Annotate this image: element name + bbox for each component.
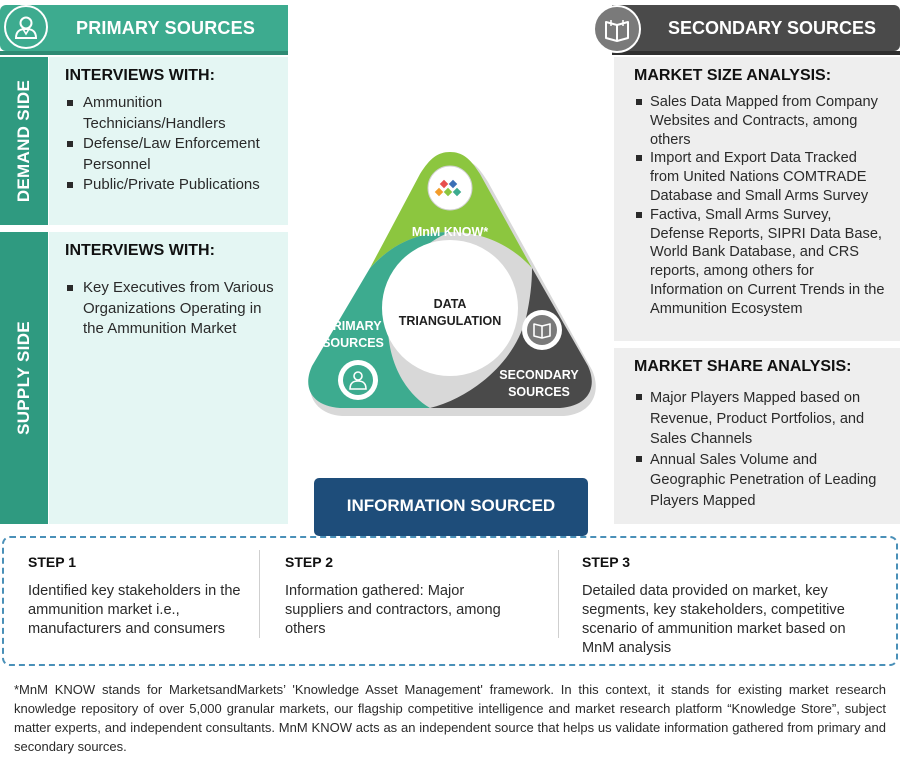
primary-tri-line-1: PRIMARY	[324, 319, 382, 333]
secondary-sources-title: SECONDARY SOURCES	[668, 18, 877, 38]
data-triangulation-diagram	[308, 152, 596, 416]
book-icon	[605, 20, 629, 42]
secondary-tri-line-2: SOURCES	[508, 385, 570, 399]
step-title: STEP 2	[285, 554, 333, 570]
market-share-heading: MARKET SHARE ANALYSIS:	[634, 358, 852, 375]
demand-side-label: DEMAND SIDE	[14, 79, 33, 203]
step-3: STEP 3 Detailed data provided on market,…	[582, 538, 862, 658]
footnote: *MnM KNOW stands for MarketsandMarkets’ …	[14, 682, 886, 754]
step-divider	[259, 550, 260, 638]
step-title: STEP 3	[582, 554, 630, 570]
step-divider	[558, 550, 559, 638]
step-1: STEP 1 Identified key stakeholders in th…	[28, 538, 256, 639]
center-line-1: DATA	[433, 297, 467, 311]
list-item: Public/Private Publications	[65, 175, 274, 196]
supply-list: Key Executives from Various Organization…	[65, 278, 274, 340]
demand-list: Ammunition Technicians/Handlers Defense/…	[65, 93, 274, 196]
secondary-sources-tri-label: SECONDARY SOURCES	[494, 367, 584, 401]
primary-person-badge	[4, 5, 48, 49]
primary-sources-header	[0, 5, 288, 55]
market-share-panel: MARKET SHARE ANALYSIS: Major Players Map…	[614, 348, 900, 524]
list-item: Major Players Mapped based on Revenue, P…	[634, 388, 888, 450]
demand-side-bar: DEMAND SIDE	[0, 57, 48, 225]
person-icon	[14, 16, 38, 39]
secondary-tri-line-1: SECONDARY	[499, 368, 579, 382]
primary-sources-title: PRIMARY SOURCES	[76, 18, 256, 38]
mnm-know-label: MnM KNOW*	[411, 225, 489, 239]
primary-sources-segment	[308, 232, 450, 408]
secondary-book-badge	[593, 5, 641, 53]
market-size-panel: MARKET SIZE ANALYSIS: Sales Data Mapped …	[614, 57, 900, 341]
book-icon	[533, 323, 551, 339]
data-triangulation-center	[382, 240, 518, 376]
market-size-list: Sales Data Mapped from Company Websites …	[634, 93, 888, 319]
market-share-list: Major Players Mapped based on Revenue, P…	[634, 388, 888, 511]
supply-side-bar: SUPPLY SIDE	[0, 232, 48, 524]
person-icon	[349, 371, 367, 390]
demand-side-panel: INTERVIEWS WITH: Ammunition Technicians/…	[49, 57, 288, 225]
list-item: Annual Sales Volume and Geographic Penet…	[634, 450, 888, 512]
information-sourced-banner	[314, 478, 588, 536]
list-item: Sales Data Mapped from Company Websites …	[634, 93, 888, 149]
supply-heading: INTERVIEWS WITH:	[65, 242, 215, 259]
step-text: Information gathered: Major suppliers an…	[285, 583, 501, 637]
step-text: Identified key stakeholders in the ammun…	[28, 583, 241, 637]
information-sourced-title: INFORMATION SOURCED	[346, 496, 556, 515]
list-item: Ammunition Technicians/Handlers	[65, 93, 274, 134]
list-item: Import and Export Data Tracked from Unit…	[634, 149, 888, 205]
steps-container	[2, 536, 898, 666]
list-item: Defense/Law Enforcement Personnel	[65, 134, 274, 175]
demand-heading: INTERVIEWS WITH:	[65, 67, 215, 84]
step-2: STEP 2 Information gathered: Major suppl…	[285, 538, 525, 639]
step-title: STEP 1	[28, 554, 76, 570]
primary-sources-tri-label: PRIMARY SOURCES	[318, 318, 388, 352]
secondary-sources-header	[612, 5, 900, 55]
primary-tri-line-2: SOURCES	[322, 336, 384, 350]
list-item: Factiva, Small Arms Survey, Defense Repo…	[634, 206, 888, 319]
step-text: Detailed data provided on market, key se…	[582, 583, 846, 656]
data-triangulation-label: DATA TRIANGULATION	[395, 296, 505, 330]
list-item: Key Executives from Various Organization…	[65, 278, 274, 340]
mnm-logo-icon	[434, 179, 462, 197]
supply-side-label: SUPPLY SIDE	[14, 321, 34, 435]
secondary-sources-segment	[430, 268, 592, 408]
center-line-2: TRIANGULATION	[398, 314, 502, 328]
supply-side-panel: INTERVIEWS WITH: Key Executives from Var…	[49, 232, 288, 524]
market-size-heading: MARKET SIZE ANALYSIS:	[634, 67, 832, 84]
